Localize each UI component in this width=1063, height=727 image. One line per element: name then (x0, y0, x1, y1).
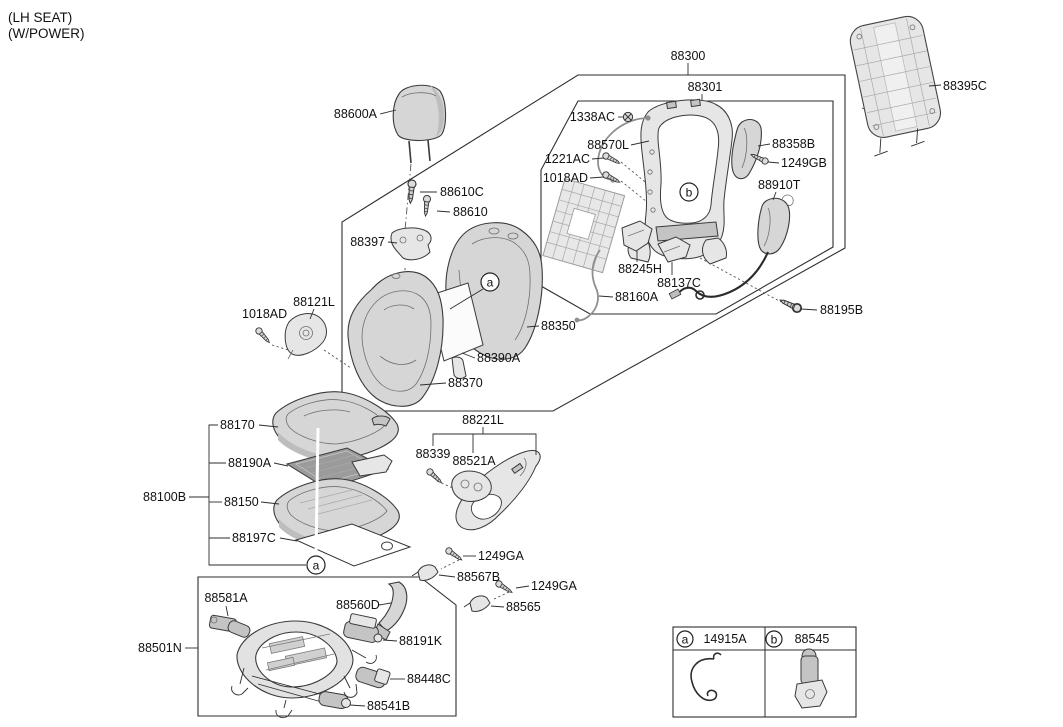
label-88195B: 88195B (820, 303, 863, 317)
label-88448C: 88448C (407, 672, 451, 686)
legend-marker-b: b (771, 633, 778, 647)
label-88100B: 88100B (143, 490, 186, 504)
title-line-2: (W/POWER) (8, 26, 85, 41)
label-88137C: 88137C (657, 276, 701, 290)
label-88501N: 88501N (138, 641, 182, 655)
part-labels: 88600A 88610C 88610 88397 88300 88301 13… (138, 49, 987, 713)
side-shield-88221L-drawing (455, 450, 541, 531)
cushion-felt-88197C-drawing (294, 523, 412, 567)
label-88567B: 88567B (457, 570, 500, 584)
callout-a-backrest: a (480, 272, 500, 292)
label-88570L: 88570L (587, 138, 629, 152)
bolt-88195B-drawing (777, 296, 803, 314)
label-88370: 88370 (448, 376, 483, 390)
recliner-cover-88121L-drawing (284, 313, 327, 360)
label-88300: 88300 (671, 49, 706, 63)
motor-88191K-drawing (343, 613, 383, 643)
label-88170: 88170 (220, 418, 255, 432)
label-1249GB: 1249GB (781, 156, 827, 170)
callout-a-cushion: a (306, 555, 326, 575)
legend-marker-a: a (682, 633, 689, 647)
track-assembly-box-88501N (197, 576, 457, 717)
airbag-88910T-drawing (668, 194, 794, 300)
label-88610C: 88610C (440, 185, 484, 199)
suspension-mat-drawing (542, 178, 626, 274)
diagram-title: (LH SEAT) (W/POWER) (8, 10, 85, 41)
backrest-cover-88370-drawing (347, 271, 444, 407)
back-board-88395C-drawing (849, 15, 942, 157)
cushion-axis-line (314, 427, 320, 557)
label-88350: 88350 (541, 319, 576, 333)
callout-a-backrest-letter: a (487, 276, 494, 290)
heater-mat-88190A-drawing (285, 447, 393, 490)
legend-labels: 14915A 88545 (703, 632, 829, 646)
harness-88160A-drawing (574, 249, 601, 323)
legend-motor-88545-drawing (794, 648, 828, 709)
label-88565: 88565 (506, 600, 541, 614)
screw-1018AD-side-drawing (254, 326, 273, 346)
label-88358B: 88358B (772, 137, 815, 151)
label-88221L: 88221L (462, 413, 504, 427)
label-88191K: 88191K (399, 634, 443, 648)
clip-88565-drawing (463, 595, 491, 612)
headrest-guide-88397-drawing (390, 227, 432, 261)
label-88390A: 88390A (477, 351, 521, 365)
callout-b-frame: b (679, 182, 699, 202)
headrest-88600A-drawing (392, 84, 447, 164)
motor-88448C-drawing (355, 666, 391, 689)
label-88339: 88339 (416, 447, 451, 461)
label-1018AD-side: 1018AD (242, 307, 287, 321)
label-88197C: 88197C (232, 531, 276, 545)
cushion-cover-88170-drawing (272, 391, 399, 462)
label-88150: 88150 (224, 495, 259, 509)
label-88541B: 88541B (367, 699, 410, 713)
legend-part-88545: 88545 (795, 632, 830, 646)
label-88301: 88301 (688, 80, 723, 94)
label-88581A: 88581A (204, 591, 248, 605)
title-line-1: (LH SEAT) (8, 10, 72, 25)
label-1249GA-2: 1249GA (531, 579, 578, 593)
side-pad-88358B-drawing (731, 119, 762, 180)
callout-a-cushion-letter: a (313, 559, 320, 573)
clip-88567B-drawing (411, 564, 439, 581)
label-1221AC: 1221AC (545, 152, 590, 166)
legend-wire-14915A-drawing (690, 652, 722, 702)
label-88395C: 88395C (943, 79, 987, 93)
motor-88541B-drawing (318, 691, 351, 710)
legend-part-14915A: 14915A (703, 632, 747, 646)
label-88560D: 88560D (336, 598, 380, 612)
label-88190A: 88190A (228, 456, 272, 470)
bracket-88137C-drawing (657, 236, 691, 263)
callout-b-frame-letter: b (686, 186, 693, 200)
label-1018AD-frame: 1018AD (543, 171, 588, 185)
motor-88581A-drawing (208, 614, 251, 638)
screw-1221AC-drawing (601, 151, 622, 167)
label-88910T: 88910T (758, 178, 801, 192)
screw-1249GA-1-drawing (444, 546, 464, 563)
legend-table (672, 626, 857, 718)
label-88610: 88610 (453, 205, 488, 219)
headrest-bolt-88610C-drawing (405, 179, 417, 205)
switch-bezel-88521A-drawing (451, 470, 492, 502)
label-88600A: 88600A (334, 107, 378, 121)
label-1249GA-1: 1249GA (478, 549, 525, 563)
label-88160A: 88160A (615, 290, 659, 304)
bracket-88245H-drawing (621, 220, 653, 252)
label-88121L: 88121L (293, 295, 335, 309)
grommet-1338AC-drawing (622, 111, 634, 123)
label-88397: 88397 (350, 235, 385, 249)
legend-marker-a-circle (676, 630, 694, 648)
backrest-frame-box-88301 (540, 100, 834, 315)
leader-lines (185, 63, 942, 707)
screw-88339-drawing (425, 467, 444, 486)
label-88521A: 88521A (452, 454, 496, 468)
label-88245H: 88245H (618, 262, 662, 276)
backrest-frame-88301-drawing (627, 98, 733, 265)
screw-1018AD-frame-drawing (601, 170, 622, 186)
label-1338AC: 1338AC (570, 110, 615, 124)
legend-marker-b-circle (765, 630, 783, 648)
headrest-bolt-88610-drawing (421, 194, 432, 217)
backrest-assembly-box-88300 (341, 74, 846, 412)
